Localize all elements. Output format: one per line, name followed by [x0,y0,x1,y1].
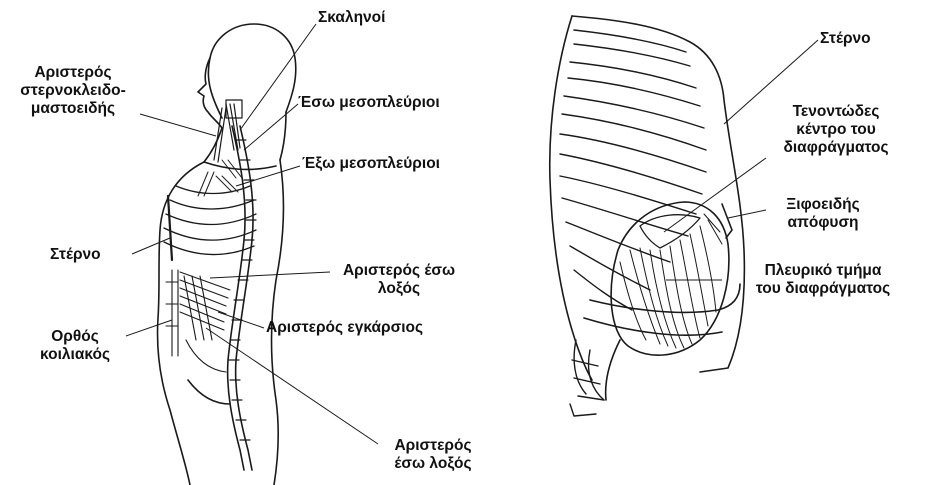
label-sternum-left: Στέρνο [50,246,101,264]
label-costal-line-1: Πλευρικό τμήμα [716,262,930,280]
label-costal-diaphragm: Πλευρικό τμήμα του διαφράγματος [716,262,930,298]
label-xiphoid-line-2: απόφυση [762,214,884,232]
lumbar-spine [570,340,604,416]
xiphoid-process [722,204,732,238]
label-transversus: Αριστερός εγκάρσιος [266,319,423,337]
label-internal-oblique-line-2: λοξός [328,280,470,298]
label-central-tendon-line-3: διαφράγματος [744,139,928,157]
label-central-tendon: Τενοντώδες κέντρο του διαφράγματος [744,103,928,157]
label-xiphoid: Ξιφοειδής απόφυση [762,196,884,232]
diaphragm-crus [606,340,620,400]
right-leader-lines [664,40,818,280]
ribcage-outline [572,16,744,372]
label-rectus-abdominis: Ορθός κοιλιακός [22,328,128,364]
label-rectus-line-2: κοιλιακός [22,346,128,364]
ribcage-back [550,16,592,380]
label-scm-line-2: στερνοκλειδο- [2,82,144,100]
label-sternum-right: Στέρνο [820,30,871,48]
label-costal-line-2: του διαφράγματος [716,280,930,298]
label-xiphoid-line-1: Ξιφοειδής [762,196,884,214]
label-scm-line-1: Αριστερός [2,64,144,82]
label-internal-intercostals: Έσω μεσοπλεύριοι [298,94,440,112]
label-scalenes: Σκαληνοί [318,9,385,27]
label-external-oblique-line-1: Αριστερός [370,437,496,455]
diaphragm-fibers [620,214,722,348]
label-external-oblique: Αριστερός έσω λοξός [370,437,496,473]
ribs [560,30,706,310]
label-internal-oblique-line-1: Αριστερός έσω [328,262,470,280]
label-central-tendon-line-2: κέντρο του [744,121,928,139]
label-central-tendon-line-1: Τενοντώδες [744,103,928,121]
label-sternocleidomastoid: Αριστερός στερνοκλειδο- μαστοειδής [2,64,144,118]
label-rectus-line-1: Ορθός [22,328,128,346]
label-internal-oblique: Αριστερός έσω λοξός [328,262,470,298]
label-external-intercostals: Έξω μεσοπλεύριοι [302,155,440,173]
label-scm-line-3: μαστοειδής [2,100,144,118]
label-external-oblique-line-2: έσω λοξός [370,455,496,473]
